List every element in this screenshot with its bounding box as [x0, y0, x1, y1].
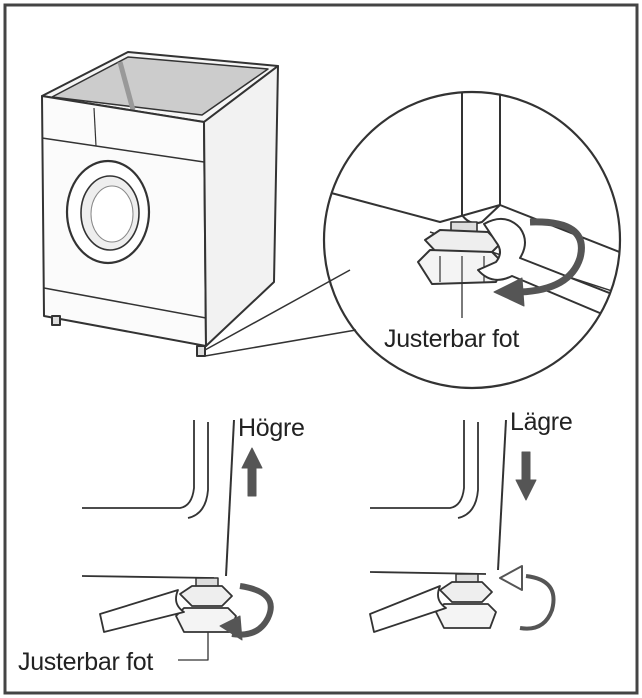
rotation-arrow	[231, 583, 274, 638]
magnified-foot	[324, 92, 620, 331]
washer-foot-right	[196, 345, 206, 357]
washer-side	[203, 65, 279, 347]
washer-top-recess	[51, 56, 269, 116]
wrench	[99, 589, 185, 633]
washing-machine	[41, 51, 279, 357]
panel-higher	[81, 419, 274, 661]
washer-foot-left	[51, 315, 61, 326]
foot-nut	[179, 585, 233, 607]
wrench	[477, 217, 620, 331]
foot-nut	[439, 581, 493, 603]
rotation-arrow	[519, 574, 556, 631]
down-arrow	[515, 451, 537, 501]
label-adjustable-foot-top: Justerbar fot	[384, 325, 520, 353]
callout-line	[204, 269, 351, 351]
label-higher: Högre	[238, 414, 305, 442]
label-adjustable-foot-bottom: Justerbar fot	[18, 648, 154, 676]
rotation-arrow	[519, 218, 585, 296]
panel-lower	[369, 419, 556, 633]
magnifier-circle	[322, 90, 622, 390]
callout-line	[204, 329, 357, 357]
up-arrow	[241, 447, 263, 497]
foot-base	[435, 603, 497, 629]
wrench	[369, 585, 447, 633]
label-lower: Lägre	[510, 408, 573, 436]
